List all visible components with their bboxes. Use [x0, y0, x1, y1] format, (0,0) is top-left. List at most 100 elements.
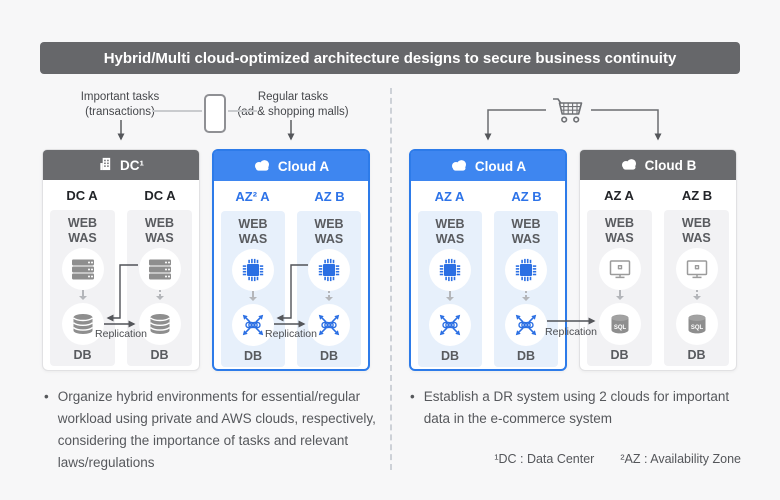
dc-box-header: DC¹ — [43, 150, 199, 180]
right-note: • Establish a DR system using 2 clouds f… — [410, 386, 746, 430]
right-note-text: Establish a DR system using 2 clouds for… — [423, 389, 730, 426]
cloud-a-left-column-b: WEB WAS — [297, 211, 361, 367]
cloud-a-left-zone-labels: AZ² A AZ B — [214, 184, 368, 209]
cloud-b-column-a: WEB WAS SQL — [587, 210, 652, 366]
web-tier-label: WEB — [435, 217, 465, 231]
cloud-a-right-box: Cloud A AZ A AZ B WEB WAS — [409, 149, 567, 371]
regular-tasks-label: Regular tasks (ad & shopping malls) — [221, 90, 365, 119]
diagram-title: Hybrid/Multi cloud-optimized architectur… — [40, 42, 740, 74]
web-tier-label: WEB — [238, 217, 268, 231]
svg-text:SQL: SQL — [690, 325, 703, 331]
distributed-db-icon — [505, 304, 547, 346]
web-tier-label: WEB — [604, 216, 635, 230]
cloud-a-left-column-a: WEB WAS — [221, 211, 285, 367]
was-tier-label: WAS — [238, 232, 268, 246]
left-note-text: Organize hybrid environments for essenti… — [57, 389, 376, 470]
smartphone-icon — [204, 94, 226, 133]
down-arrow — [615, 290, 624, 301]
down-arrow-dotted — [155, 290, 164, 301]
left-note: • Organize hybrid environments for essen… — [44, 386, 384, 474]
cloud-b-column-b: WEB WAS SQL — [664, 210, 729, 366]
down-arrow-dotted — [522, 291, 530, 302]
down-arrow — [249, 291, 257, 302]
az-a-label: AZ A — [604, 188, 634, 203]
cpu-chip-icon — [308, 249, 350, 291]
footnote-dc: ¹DC : Data Center — [494, 452, 595, 466]
database-icon — [61, 303, 104, 345]
dc-zone-labels: DC A DC A — [43, 183, 199, 208]
distributed-db-icon — [429, 304, 471, 346]
replication-label: Replication — [265, 328, 317, 340]
dc-box-title: DC¹ — [120, 157, 144, 173]
az-b-label: AZ B — [314, 189, 345, 204]
db-tier-label: DB — [687, 348, 706, 362]
important-tasks-label: Important tasks (transactions) — [48, 90, 192, 119]
dc-zone-b-label: DC A — [144, 188, 176, 203]
cloud-a-right-zone-labels: AZ A AZ B — [411, 184, 565, 209]
important-tasks-sub: (transactions) — [85, 105, 155, 118]
db-tier-label: DB — [150, 348, 169, 362]
cloud-a-left-header: Cloud A — [214, 151, 368, 181]
monitor-icon — [675, 248, 718, 290]
cloud-b-box: Cloud B AZ A AZ B WEB WAS — [579, 149, 737, 371]
replication-label: Replication — [545, 326, 597, 338]
cloud-b-header: Cloud B — [580, 150, 736, 180]
cpu-chip-icon — [429, 249, 471, 291]
cloud-a-right-header: Cloud A — [411, 151, 565, 181]
az-b-label: AZ B — [681, 188, 713, 203]
db-tier-label: DB — [440, 349, 460, 363]
shopping-cart-icon — [547, 90, 589, 137]
az-b-label: AZ B — [511, 189, 542, 204]
db-tier-label: DB — [610, 348, 629, 362]
sql-database-icon: SQL — [675, 303, 718, 345]
footnotes: ¹DC : Data Center ²AZ : Availability Zon… — [400, 452, 741, 466]
cloud-b-zone-labels: AZ A AZ B — [580, 183, 736, 208]
building-icon — [98, 156, 113, 174]
server-icon — [138, 248, 181, 290]
dc-column-b: WEB WAS — [127, 210, 192, 366]
was-tier-label: WAS — [682, 231, 711, 245]
web-tier-label: WEB — [314, 217, 344, 231]
cloud-icon — [450, 159, 468, 174]
section-divider — [390, 88, 392, 470]
important-tasks-title: Important tasks — [80, 91, 160, 103]
cloud-icon — [620, 158, 638, 173]
dc-column-a: WEB WAS — [50, 210, 115, 366]
monitor-icon — [598, 248, 641, 290]
was-tier-label: WAS — [314, 232, 344, 246]
dc-box: DC¹ DC A DC A WEB WAS — [42, 149, 200, 371]
was-tier-label: WAS — [68, 231, 97, 245]
web-tier-label: WEB — [67, 216, 98, 230]
replication-label: Replication — [95, 328, 147, 340]
cloud-a-right-column-b: WEB WAS — [494, 211, 558, 367]
web-tier-label: WEB — [511, 217, 541, 231]
bullet: • — [410, 389, 415, 404]
distributed-db-icon — [308, 304, 350, 346]
down-arrow — [446, 291, 454, 302]
distributed-db-icon — [232, 304, 274, 346]
cpu-chip-icon — [232, 249, 274, 291]
svg-text:SQL: SQL — [613, 325, 626, 331]
dc-zone-a-label: DC A — [66, 188, 98, 203]
database-icon — [138, 303, 181, 345]
cloud-a-left-title: Cloud A — [277, 158, 330, 174]
az-a-label: AZ A — [434, 189, 465, 204]
web-tier-label: WEB — [144, 216, 175, 230]
was-tier-label: WAS — [145, 231, 174, 245]
az-a-label: AZ² A — [235, 189, 270, 204]
db-tier-label: DB — [243, 349, 263, 363]
db-tier-label: DB — [73, 348, 92, 362]
server-icon — [61, 248, 104, 290]
regular-tasks-sub: (ad & shopping malls) — [237, 105, 349, 118]
down-arrow-dotted — [692, 290, 701, 301]
cloud-b-title: Cloud B — [644, 157, 697, 173]
was-tier-label: WAS — [605, 231, 634, 245]
db-tier-label: DB — [319, 349, 339, 363]
sql-database-icon: SQL — [598, 303, 641, 345]
cloud-a-right-title: Cloud A — [474, 158, 527, 174]
was-tier-label: WAS — [435, 232, 465, 246]
down-arrow-dotted — [325, 291, 333, 302]
regular-tasks-title: Regular tasks — [257, 91, 329, 103]
cloud-icon — [253, 159, 271, 174]
